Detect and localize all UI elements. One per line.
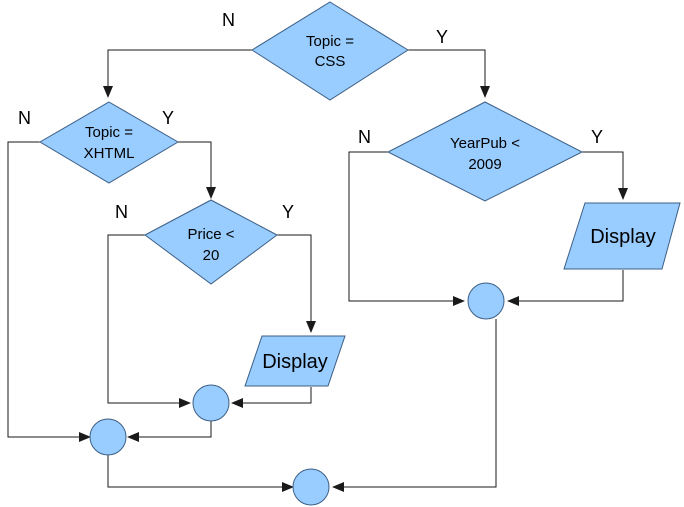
edge-price-no: [107, 234, 191, 408]
output-display-price-shape: [244, 335, 346, 387]
decision-yearpub: YearPub < 2009: [386, 101, 584, 202]
edge-year-yes: [582, 151, 628, 200]
edge-css-yes: [408, 49, 490, 98]
decision-yearpub-shape: [386, 101, 584, 202]
edge-merge-left-out: [107, 455, 294, 492]
merge-connector-inner: [192, 384, 230, 422]
decision-price-shape: [144, 199, 278, 285]
branch-label-price-yes: Y: [282, 202, 294, 222]
branch-label-css-yes: Y: [436, 27, 448, 47]
branch-label-css-no: N: [222, 10, 235, 30]
merge-connector-final: [292, 468, 330, 506]
edge-css-no: [103, 49, 252, 98]
decision-topic-css: Topic = CSS: [251, 1, 409, 101]
decision-yearpub-line-2: 2009: [468, 156, 501, 173]
branch-label-price-no: N: [115, 202, 128, 222]
branch-label-xhtml-no: N: [18, 108, 31, 128]
branch-label-year-no: N: [358, 127, 371, 147]
output-display-price: Display: [244, 335, 346, 387]
branch-label-xhtml-yes: Y: [162, 108, 174, 128]
decision-topic-xhtml-line-1: Topic =: [85, 124, 133, 141]
decision-topic-xhtml: Topic = XHTML: [39, 101, 179, 184]
decision-price-line-1: Price <: [187, 226, 234, 243]
merge-connector-right: [467, 282, 505, 320]
branch-label-year-yes: Y: [591, 127, 603, 147]
output-display-year: Display: [563, 202, 681, 270]
edge-display-year-out: [507, 270, 624, 306]
decision-yearpub-line-1: YearPub <: [450, 135, 520, 152]
output-display-year-label: Display: [590, 226, 656, 248]
edge-price-yes: [277, 234, 316, 333]
decision-topic-css-line-2: CSS: [315, 53, 346, 70]
decision-price-line-2: 20: [203, 247, 220, 264]
edge-xhtml-no: [7, 141, 91, 442]
decision-topic-xhtml-line-2: XHTML: [84, 145, 135, 162]
merge-connector-left: [89, 418, 127, 456]
edge-merge-inner-out: [127, 421, 212, 442]
edge-xhtml-yes: [178, 141, 216, 199]
edge-display-price-out: [231, 387, 312, 408]
decision-topic-css-shape: [251, 1, 409, 101]
edge-merge-right-out: [332, 319, 497, 492]
decision-price: Price < 20: [144, 199, 278, 285]
output-display-year-shape: [563, 202, 681, 270]
output-display-price-label: Display: [262, 351, 328, 373]
decision-topic-xhtml-shape: [39, 101, 179, 184]
edge-year-no: [348, 151, 465, 306]
decision-topic-css-line-1: Topic =: [306, 33, 354, 50]
